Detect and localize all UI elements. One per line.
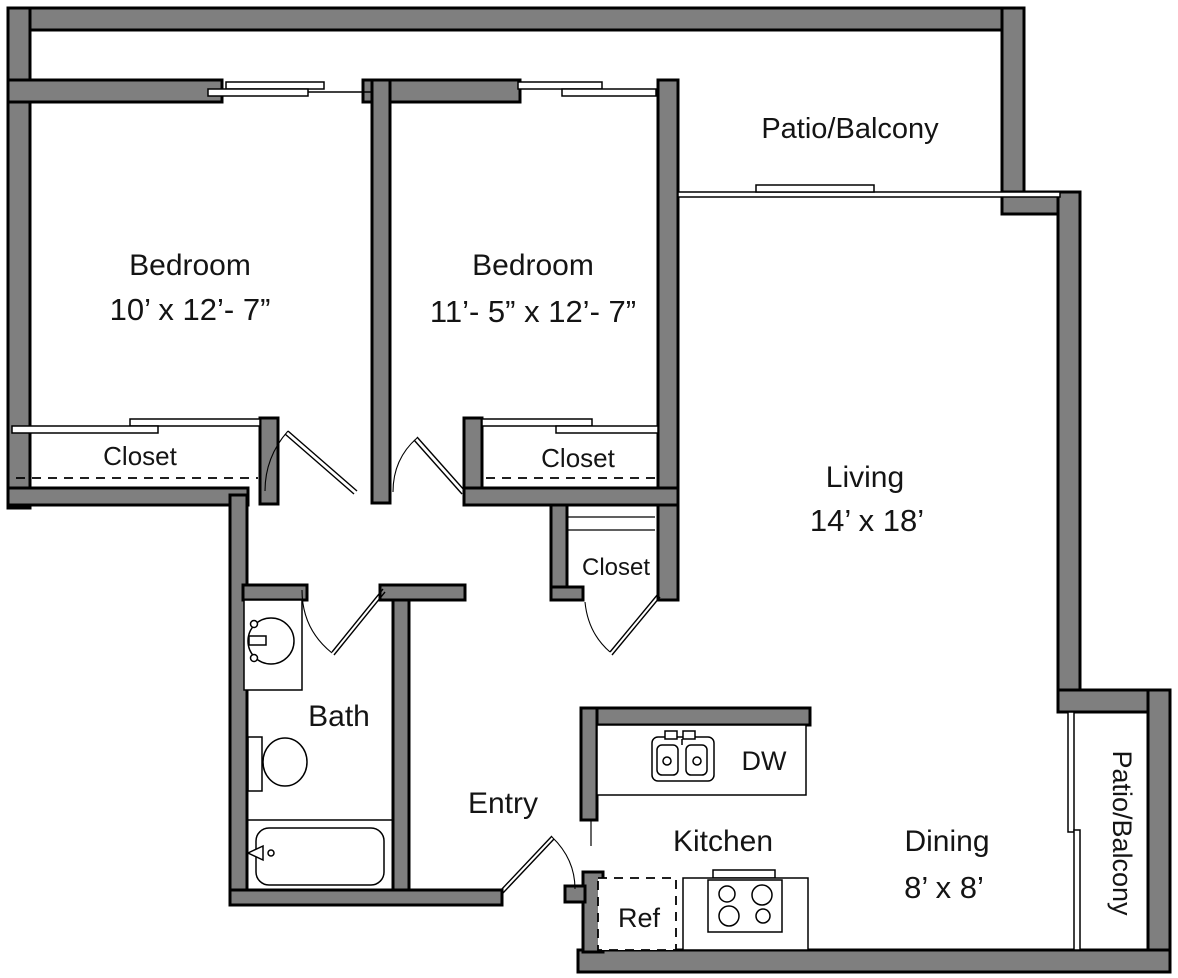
room-dims-bedroom-1: 10’ x 12’- 7” (110, 292, 271, 327)
bedroom2-window (517, 81, 657, 97)
room-label-closet-bedroom-1: Closet (103, 441, 177, 471)
hall-closet-door (584, 593, 661, 656)
room-dims-dining: 8’ x 8’ (904, 870, 984, 905)
room-label-bedroom-2: Bedroom (472, 249, 594, 282)
kitchen-fixtures (567, 516, 809, 951)
patio-sliding-door-side (1067, 711, 1081, 951)
closet1-sliding-doors (11, 418, 261, 434)
wall-closet1-right (258, 416, 280, 506)
wall-bath-left (228, 493, 249, 907)
wall-kitchen-left-upper (579, 706, 599, 822)
room-label-entry: Entry (468, 787, 538, 820)
patio-sliding-door-top (677, 184, 1061, 198)
wall-bath-top-left (241, 583, 309, 602)
hall-closet-shelf (567, 516, 655, 531)
wall-closet2-bottom (462, 486, 680, 507)
wall-living-right (1056, 190, 1082, 714)
room-label-living: Living (826, 461, 904, 494)
bathtub (246, 819, 392, 886)
wall-bath-entry-divider (391, 598, 411, 894)
wall-bath-entry-top (378, 583, 467, 602)
wall-outer-left (6, 6, 32, 510)
wall-bedroom2-top (361, 78, 522, 104)
stove (682, 869, 809, 951)
wall-bedroom1-top (6, 78, 224, 104)
kitchen-sink (651, 730, 715, 782)
dishwasher-label: DW (742, 746, 787, 776)
room-label-dining: Dining (904, 825, 989, 858)
closet2-sliding-doors (481, 418, 659, 434)
room-label-bedroom-1: Bedroom (129, 249, 251, 282)
wall-bedroom2-right (656, 78, 680, 602)
swing-doors (264, 430, 661, 894)
room-label-patio-side: Patio/Balcony (1107, 750, 1137, 916)
bath-door (301, 588, 386, 656)
wall-bedroom-divider (370, 78, 392, 505)
bathroom-sink (243, 599, 303, 691)
bedroom1-window (207, 81, 372, 97)
room-label-kitchen: Kitchen (673, 825, 773, 858)
refrigerator-label: Ref (618, 903, 661, 933)
room-dims-bedroom-2: 11’- 5” x 12’- 7” (430, 294, 636, 329)
windows-and-sliders (11, 81, 1081, 951)
bedroom1-door (264, 430, 358, 495)
refrigerator-box (597, 877, 677, 951)
wall-outer-right-upper (1000, 6, 1026, 216)
room-label-closet-hall: Closet (582, 554, 650, 581)
wall-closet1-bottom (6, 486, 250, 507)
room-label-bath: Bath (308, 700, 370, 733)
room-label-patio-top: Patio/Balcony (761, 113, 939, 145)
bath-fixtures (243, 599, 392, 886)
wall-outer-top (6, 6, 1026, 32)
entry-door (500, 835, 576, 894)
toilet (247, 736, 308, 792)
bedroom2-door (392, 436, 466, 495)
room-label-closet-bedroom-2: Closet (541, 443, 615, 473)
wall-bath-bottom (228, 888, 504, 907)
wall-kitchen-top (579, 706, 812, 727)
labels: Bedroom 10’ x 12’- 7” Bedroom 11’- 5” x … (103, 113, 1137, 933)
wall-closet3-left (549, 503, 569, 591)
wall-outer-far-right (1146, 688, 1172, 974)
walls (6, 6, 1172, 974)
wall-closet3-left-cap (549, 585, 585, 602)
room-dims-living: 14’ x 18’ (810, 503, 924, 538)
wall-outer-bottom (576, 948, 1172, 974)
